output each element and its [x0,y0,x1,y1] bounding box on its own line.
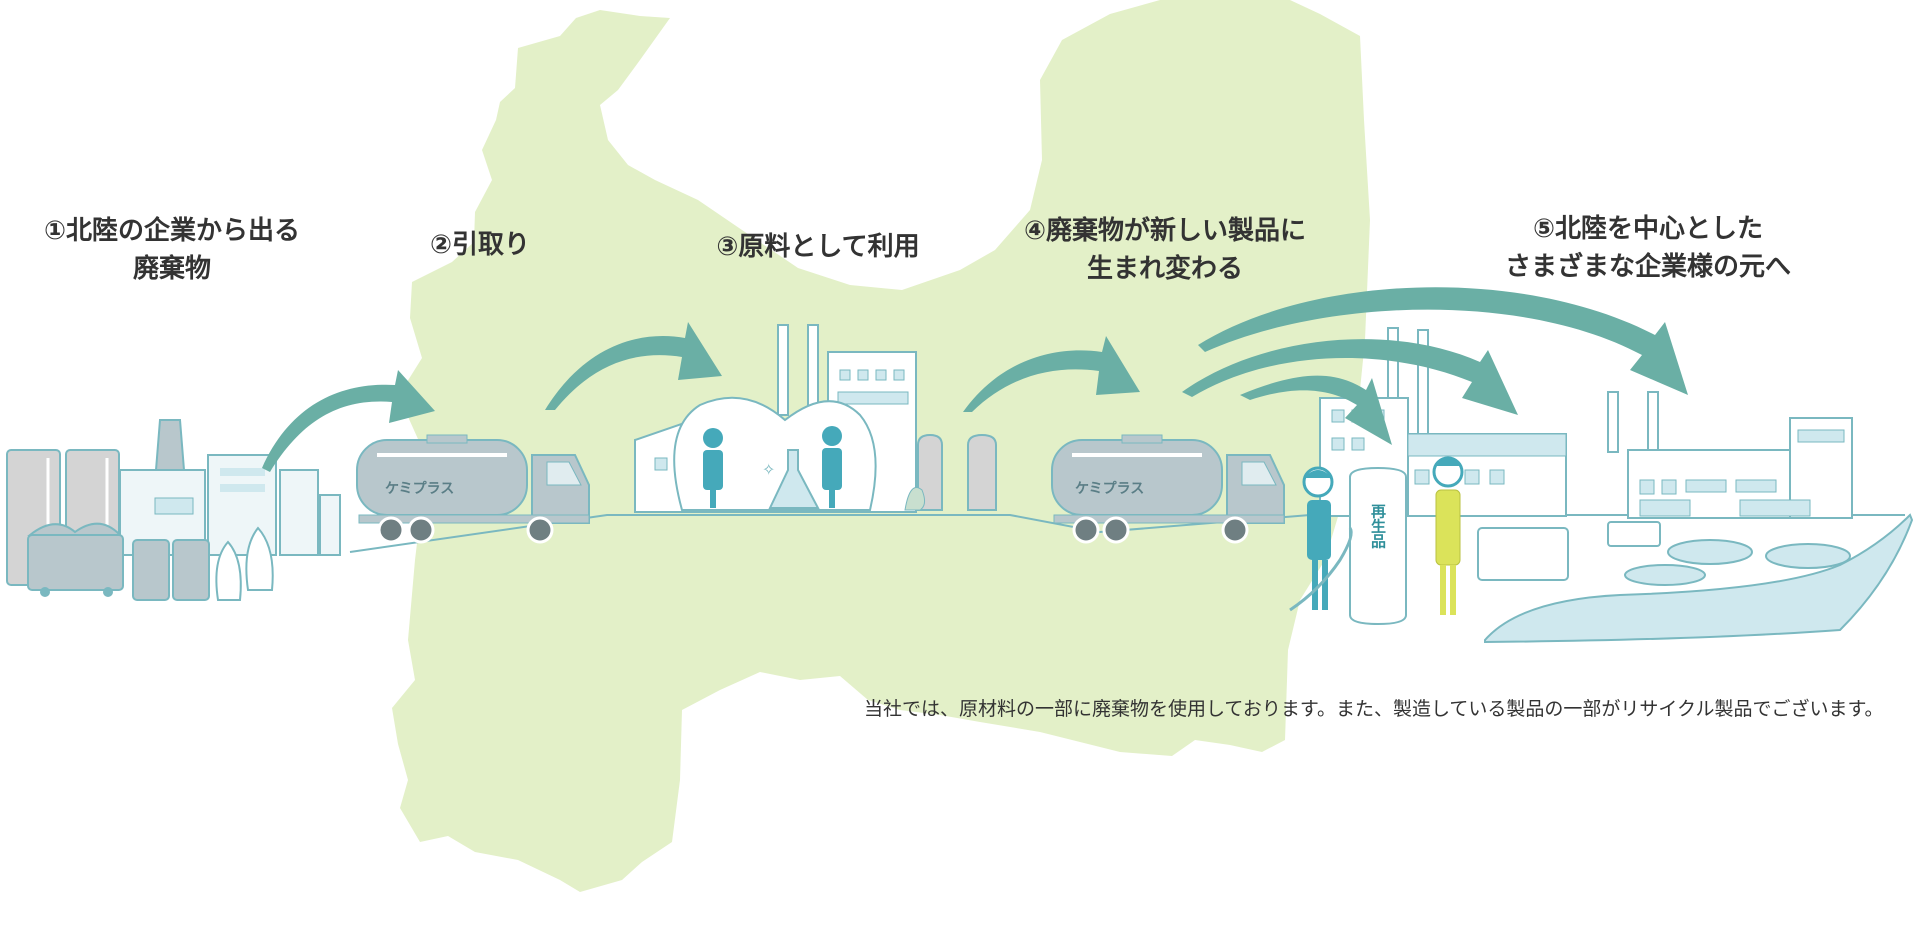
step-5-label: ⑤北陸を中心とした さまざまな企業様の元へ [1504,214,1791,282]
destination-factories-icon [1477,391,1914,644]
arrow-2-icon [545,322,722,410]
recycling-note: 当社では、原材料の一部に廃棄物を使用しております。また、製造している製品の一部が… [864,698,1884,720]
tank-truck-icon: ケミプラス [1051,434,1285,544]
arrow-4-icon [1240,375,1392,445]
arrow-5-icon [1182,339,1518,415]
arrow-6-icon [1198,287,1688,395]
arrow-3-icon [963,336,1140,412]
step-3-label: ③原料として利用 [716,232,920,262]
sparkle-icon: ✧ [762,460,775,479]
arrow-1-icon [262,370,435,472]
tank-truck-icon: ケミプラス [356,434,590,544]
step-1-label: ①北陸の企業から出る 廃棄物 [43,216,301,284]
waste-factory-icon [6,419,341,601]
truck-1-label: ケミプラス [385,481,454,497]
step-2-label: ②引取り [429,230,531,260]
truck-2-label: ケミプラス [1075,481,1144,497]
recycled-tank-icon: 再生品 [1289,327,1567,626]
step-4-label: ④廃棄物が新しい製品に 生まれ変わる [1023,216,1307,284]
recycled-tank-label: 再生品 [1369,504,1387,550]
chemical-factory-icon: ✧ [634,324,997,513]
flow-arrows [262,287,1688,472]
